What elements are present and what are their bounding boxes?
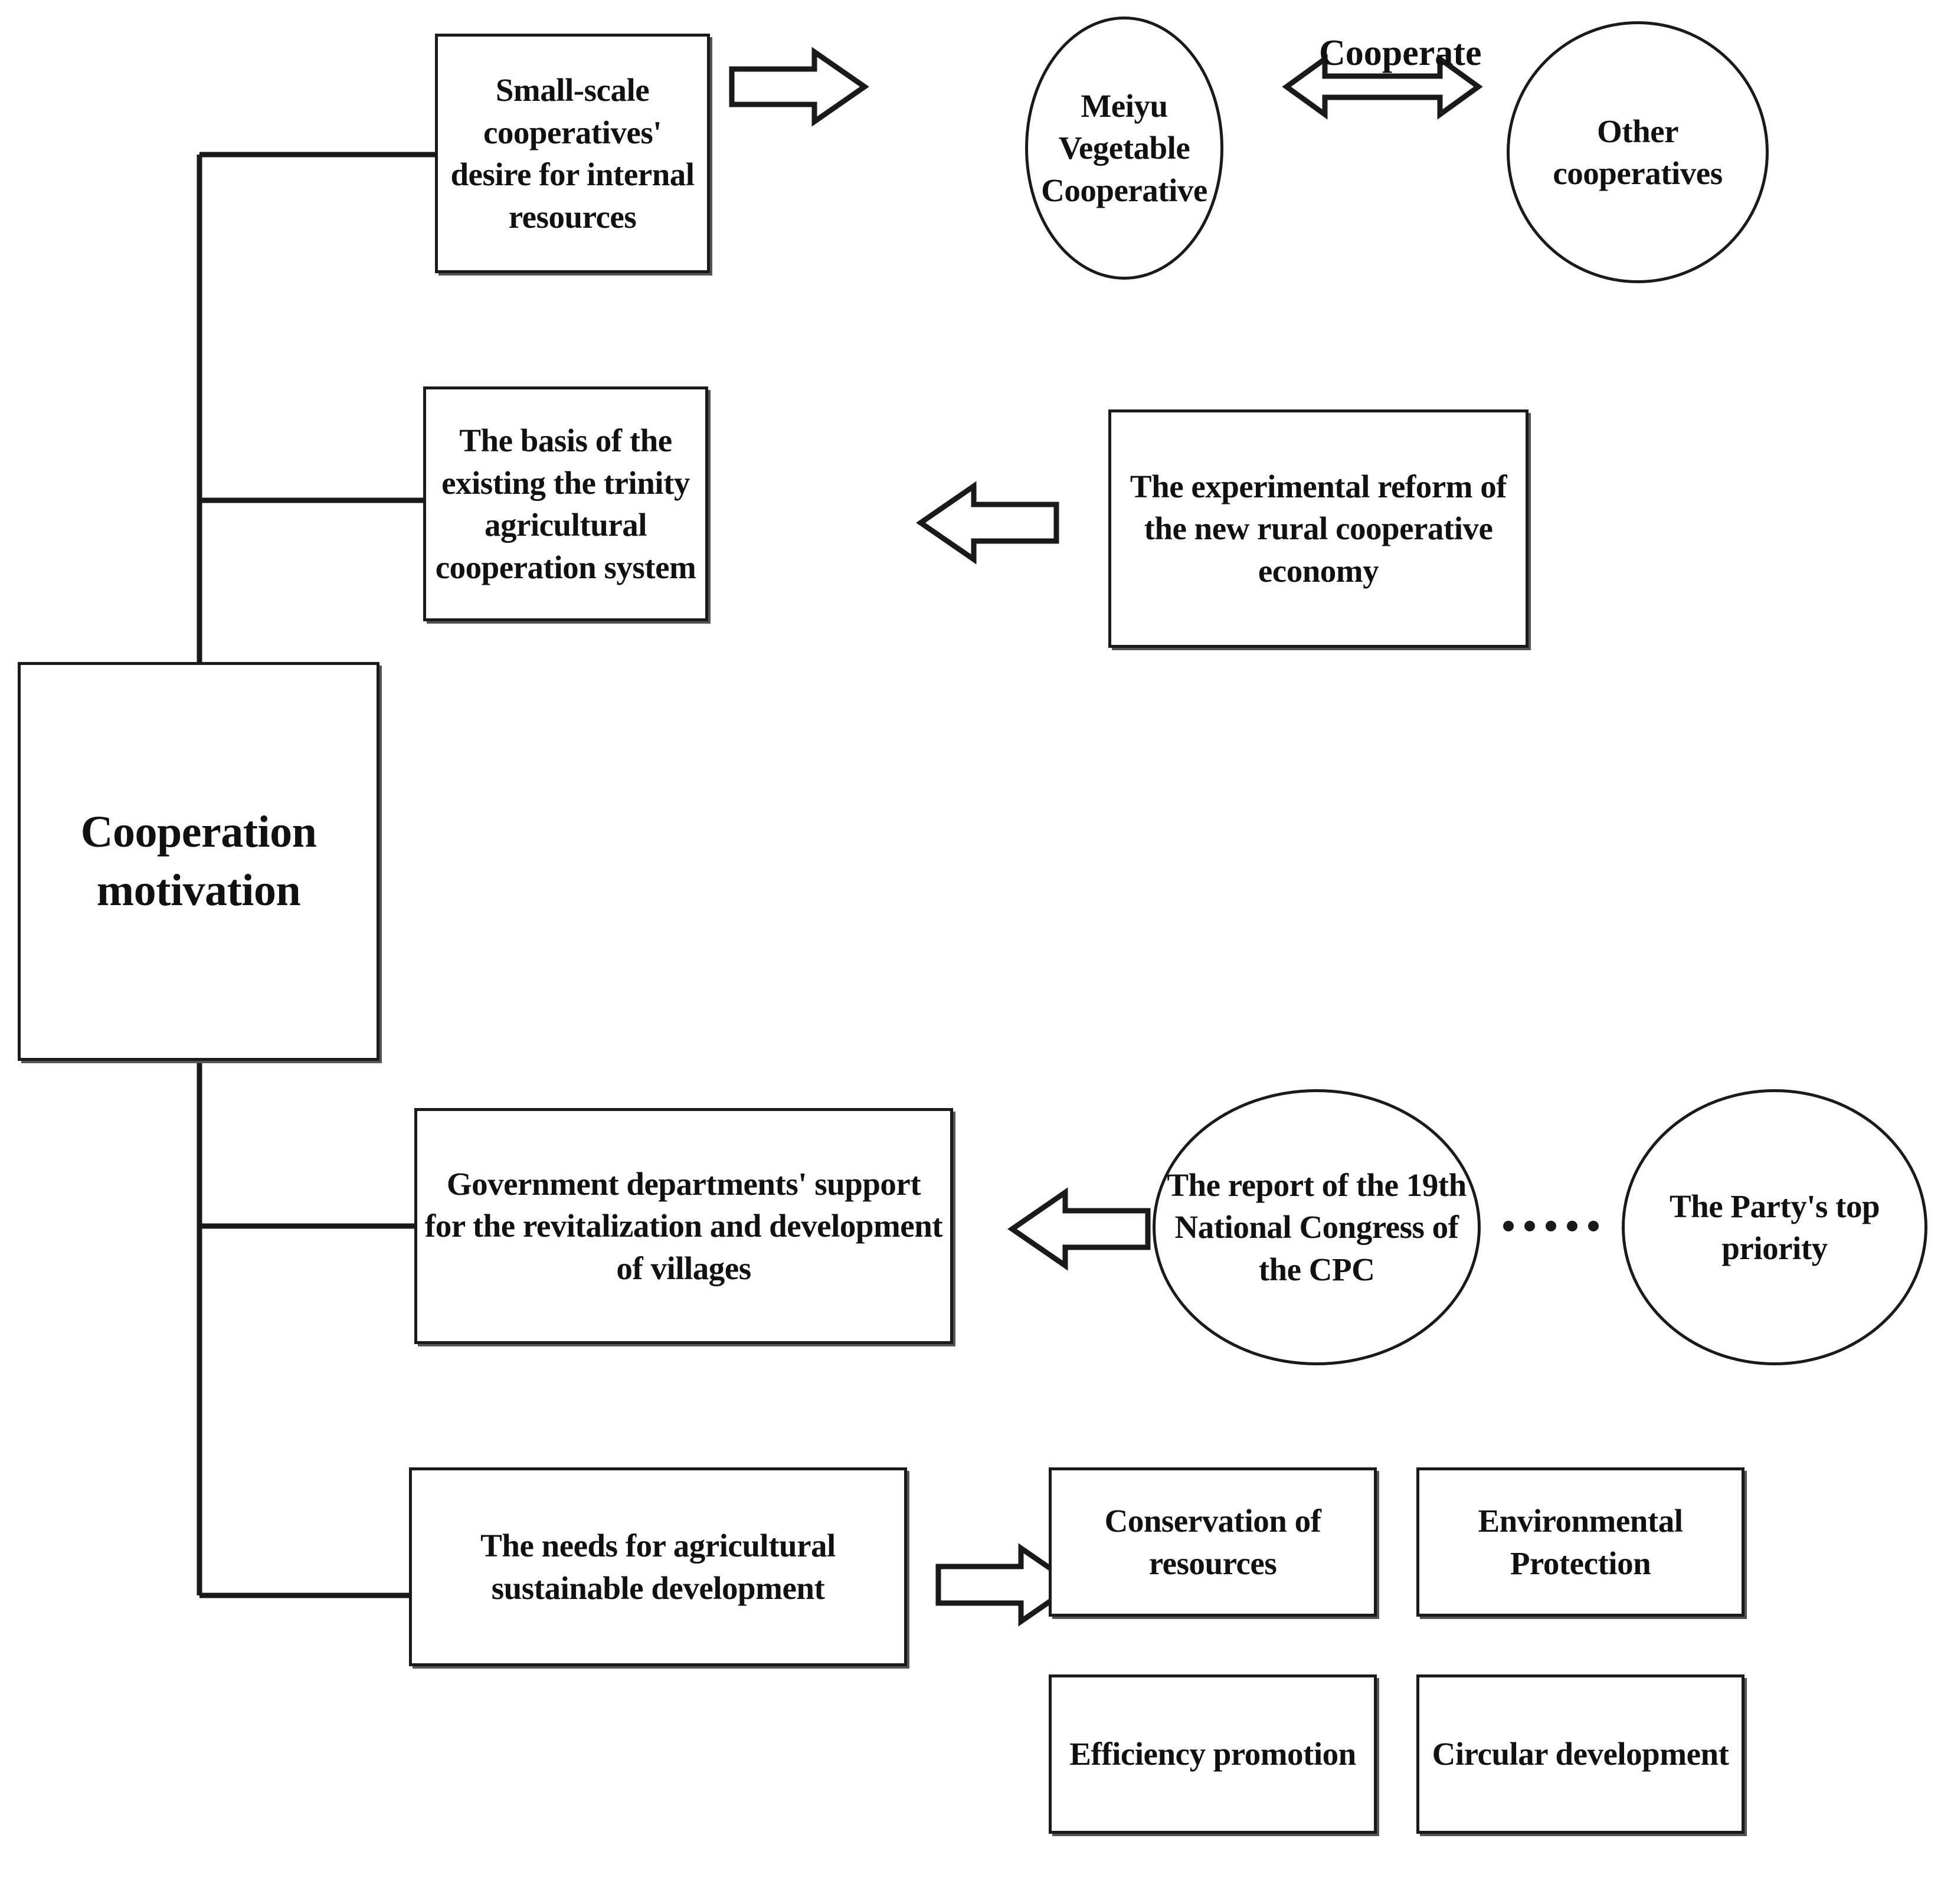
outcome-box-efficiency-promotion-label: Efficiency promotion [1069,1736,1356,1772]
circle-other-cooperatives-label: Other cooperatives [1553,113,1723,192]
block-arrow-cooperate-bidirectional [1282,54,1483,120]
branch-box-government-support[interactable]: Government departments' support for the … [414,1108,953,1344]
outcome-box-environmental-protection[interactable]: Environmental Protection [1416,1467,1744,1617]
branch-box-trinity-system[interactable]: The basis of the existing the trinity ag… [423,386,708,621]
side-box-experimental-reform-label: The experimental reform of the new rural… [1130,468,1507,589]
block-arrow-to-outcomes [935,1543,1079,1627]
edge-label-cooperate: Cooperate [1319,33,1482,73]
branch-box-trinity-system-label: The basis of the existing the trinity ag… [435,422,696,585]
block-arrow-to-government [1007,1187,1151,1271]
branch-box-government-support-label: Government departments' support for the … [424,1165,943,1286]
branch-box-internal-resources-label: Small-scale cooperatives' desire for int… [450,72,695,235]
outcome-box-circular-development-label: Circular development [1432,1736,1729,1772]
outcome-box-conservation-of-resources[interactable]: Conservation of resources [1049,1467,1377,1617]
circle-report-19th-congress[interactable]: The report of the 19th National Congress… [1153,1089,1481,1365]
side-box-experimental-reform[interactable]: The experimental reform of the new rural… [1108,409,1528,648]
circle-party-top-priority[interactable]: The Party's top priority [1622,1089,1927,1365]
block-arrow-to-meiyu [729,47,869,127]
circle-other-cooperatives[interactable]: Other cooperatives [1507,21,1769,283]
circle-report-19th-congress-label: The report of the 19th National Congress… [1167,1166,1467,1287]
branch-box-sustainable-development-label: The needs for agricultural sustainable d… [480,1528,836,1606]
outcome-box-conservation-of-resources-label: Conservation of resources [1104,1503,1321,1581]
dotted-connector-cpc-party [1503,1221,1599,1231]
circle-party-top-priority-label: The Party's top priority [1669,1188,1880,1267]
outcome-box-circular-development[interactable]: Circular development [1416,1674,1744,1834]
outcome-box-environmental-protection-label: Environmental Protection [1478,1503,1683,1581]
branch-box-internal-resources[interactable]: Small-scale cooperatives' desire for int… [435,34,710,273]
block-arrow-to-trinity [916,481,1059,565]
branch-box-sustainable-development[interactable]: The needs for agricultural sustainable d… [409,1467,907,1666]
root-node-cooperation-motivation[interactable]: Cooperation motivation [18,662,379,1061]
circle-meiyu-vegetable-cooperative-label: Meiyu Vegetable Cooperative [1041,87,1207,208]
root-node-label: Cooperation motivation [80,807,317,915]
outcome-box-efficiency-promotion[interactable]: Efficiency promotion [1049,1674,1377,1834]
circle-meiyu-vegetable-cooperative[interactable]: Meiyu Vegetable Cooperative [1025,17,1223,280]
